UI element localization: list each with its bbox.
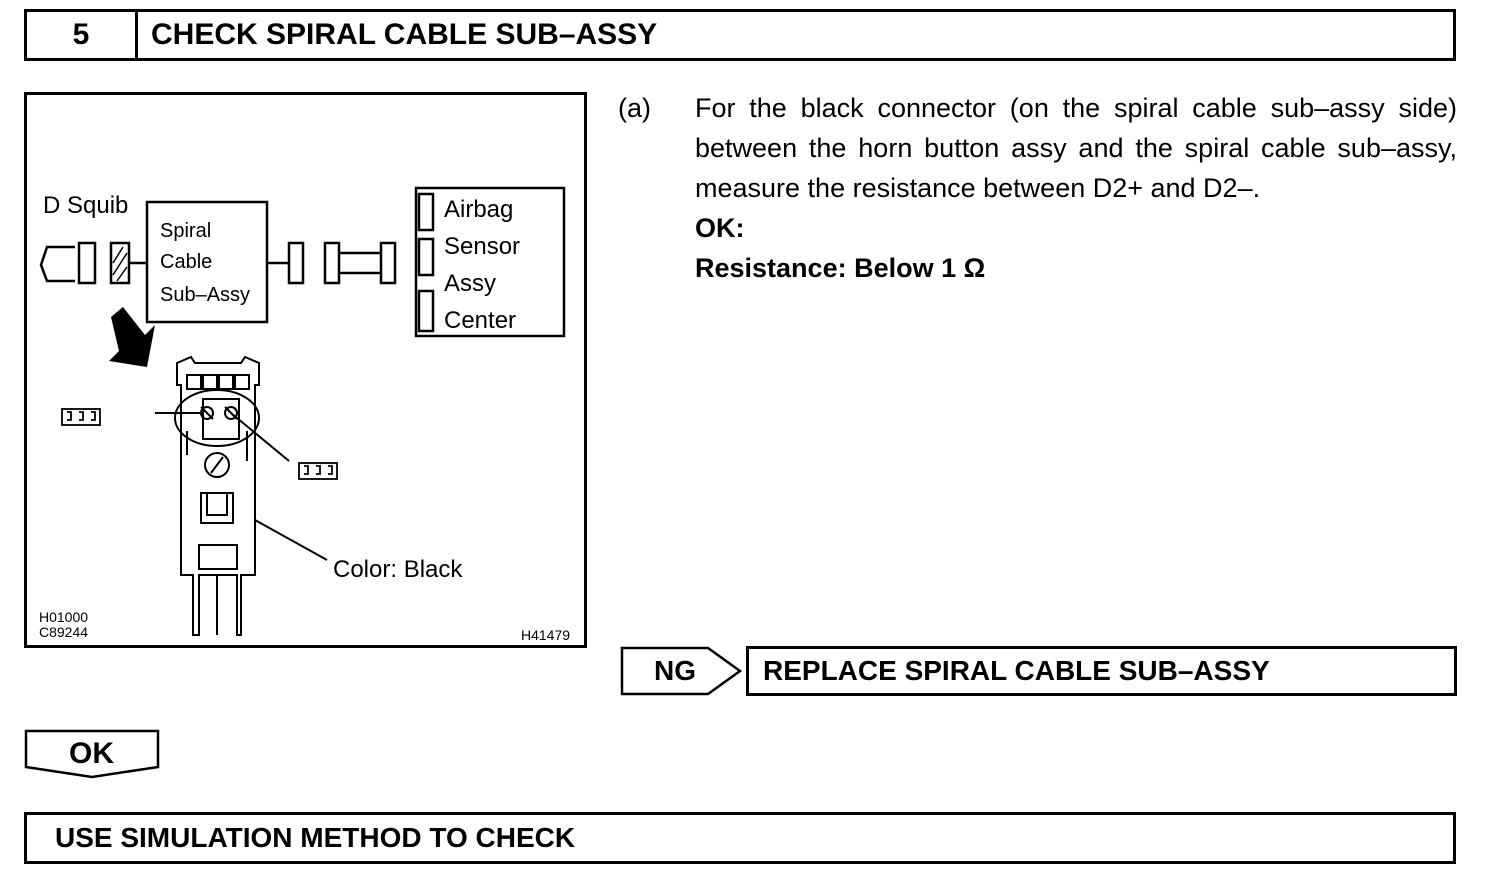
ok-tag-shape <box>24 729 160 779</box>
ok-tag: OK <box>69 737 114 770</box>
ng-action-box: REPLACE SPIRAL CABLE SUB–ASSY <box>746 646 1457 696</box>
d-squib-label: D Squib <box>43 192 128 219</box>
step-title: CHECK SPIRAL CABLE SUB–ASSY <box>151 18 658 51</box>
airbag-sensor-label-4: Center <box>444 307 516 334</box>
instruction-label: (a) <box>618 93 651 123</box>
ohmmeter-terminal-icon-left <box>61 408 101 426</box>
step-header: 5 CHECK SPIRAL CABLE SUB–ASSY <box>24 9 1456 61</box>
step-number: 5 <box>27 12 138 58</box>
wiring-figure: D Squib Spiral Cable Sub–Assy Airbag Sen… <box>24 92 587 648</box>
airbag-sensor-label-3: Assy <box>444 270 496 297</box>
ng-tag-shape <box>620 646 743 696</box>
connector-color-label: Color: Black <box>333 556 463 583</box>
black-connector-drawing <box>155 355 328 636</box>
figure-code-2: C89244 <box>39 624 88 640</box>
harness-connector-right <box>379 241 397 285</box>
spiral-cable-label-3: Sub–Assy <box>160 284 250 306</box>
ng-tag: NG <box>654 655 696 686</box>
instruction-text: For the black connector (on the spiral c… <box>695 93 1457 203</box>
airbag-sensor-label-2: Sensor <box>444 233 520 260</box>
harness-connector-left <box>323 241 341 285</box>
instruction-body: For the black connector (on the spiral c… <box>695 88 1457 288</box>
ok-spec: Resistance: Below 1 Ω <box>695 253 986 283</box>
airbag-sensor-box <box>414 186 566 338</box>
squib-connector-left <box>77 241 97 285</box>
wiring-diagram: D Squib Spiral Cable Sub–Assy Airbag Sen… <box>39 186 570 643</box>
spiral-cable-label-2: Cable <box>160 251 212 273</box>
airbag-sensor-label-1: Airbag <box>444 196 513 223</box>
spiral-connector-right <box>287 241 305 285</box>
spiral-cable-label-1: Spiral <box>160 220 211 242</box>
figure-id: H41479 <box>521 627 570 643</box>
squib-plug <box>39 245 75 283</box>
ok-action-box: USE SIMULATION METHOD TO CHECK <box>24 812 1456 864</box>
ohmmeter-terminal-icon-right <box>298 462 338 480</box>
figure-code-1: H01000 <box>39 609 88 625</box>
pointer-arrow <box>109 307 155 367</box>
ok-heading: OK: <box>695 213 745 243</box>
